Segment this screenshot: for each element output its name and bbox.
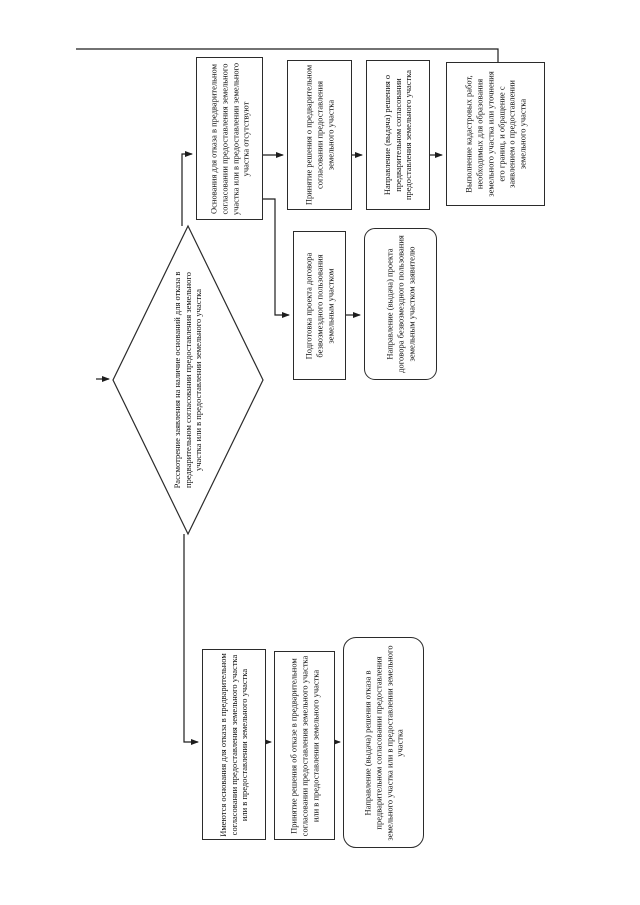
connector-review-to-grounds-exist — [183, 534, 199, 745]
node-send-refusal-decision: Направление (выдача) решения отказа в пр… — [343, 637, 424, 848]
node-send-contract-label: Направление (выдача) проекта договора бе… — [384, 235, 416, 373]
connector-no-grounds-to-contract — [263, 198, 290, 318]
node-cadastral-works: Выполнение кадастровых работ, необходимы… — [446, 62, 545, 206]
node-send-preliminary-label: Направление (выдача) решения о предварит… — [381, 69, 414, 201]
node-send-refusal-label: Направление (выдача) решения отказа в пр… — [361, 644, 405, 841]
node-decision-preliminary-label: Принятие решения о предварительном согла… — [303, 64, 335, 206]
node-review-application: Рассмотрение заявления на наличие основа… — [113, 226, 263, 534]
node-decision-refuse-label: Принятие решения об отказе в предварител… — [288, 655, 320, 836]
node-review-application-label: Рассмотрение заявления на наличие основа… — [171, 271, 204, 489]
node-decision-preliminary-approval: Принятие решения о предварительном согла… — [287, 60, 352, 210]
node-grounds-exist-label: Имеются основания для отказа в предварит… — [217, 652, 250, 837]
node-prepare-contract-label: Подготовка проекта договора безвозмездно… — [303, 252, 335, 359]
node-decision-to-refuse: Принятие решения об отказе в предварител… — [274, 651, 335, 840]
node-grounds-for-refusal-exist: Имеются основания для отказа в предварит… — [202, 649, 266, 840]
connector-review-to-no-grounds — [181, 151, 193, 226]
node-no-grounds-for-refusal: Основания для отказа в предварительном с… — [196, 57, 263, 220]
node-cadastral-works-label: Выполнение кадастровых работ, необходимы… — [462, 71, 528, 197]
decision-diamond-outline — [112, 224, 264, 536]
node-send-preliminary-approval-decision: Направление (выдача) решения о предварит… — [366, 60, 430, 210]
node-no-grounds-label: Основания для отказа в предварительном с… — [207, 62, 251, 215]
node-prepare-contract-draft: Подготовка проекта договора безвозмездно… — [293, 231, 346, 380]
node-send-contract-draft: Направление (выдача) проекта договора бе… — [364, 228, 437, 380]
connector-cadastral-loop-back — [76, 48, 499, 62]
